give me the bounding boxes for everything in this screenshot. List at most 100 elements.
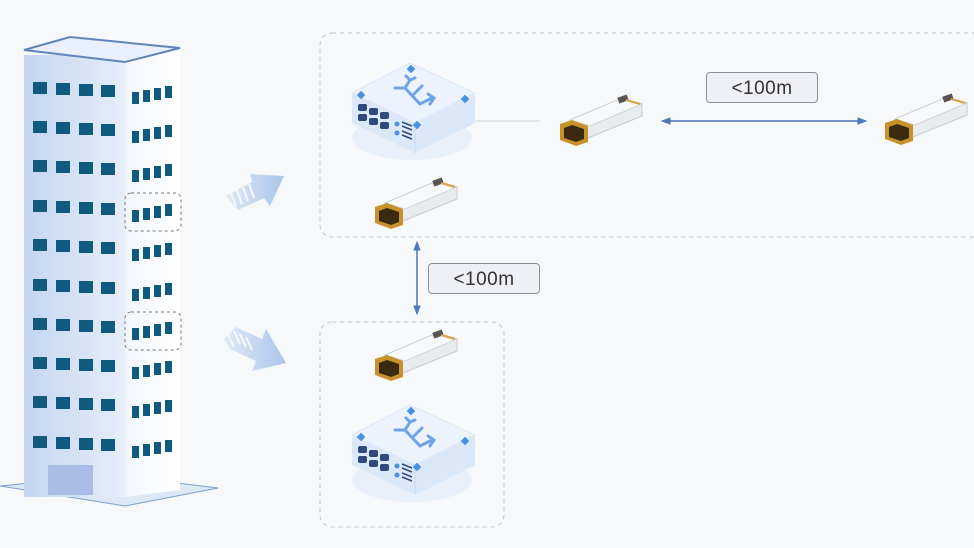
vertical-distance-label: <100m — [428, 263, 540, 294]
building-side — [125, 50, 180, 497]
window — [79, 438, 93, 450]
window — [154, 442, 161, 454]
window — [101, 282, 115, 294]
window — [33, 200, 47, 212]
window — [165, 400, 172, 412]
window — [33, 82, 47, 94]
building-door — [48, 465, 93, 495]
floor-highlight-upper — [124, 192, 182, 232]
floor-highlight-lower — [124, 311, 182, 351]
sfp-transceiver-upper-spare — [374, 176, 458, 230]
window — [132, 328, 139, 340]
window — [101, 242, 115, 254]
window — [79, 320, 93, 332]
window — [132, 446, 139, 458]
window — [143, 90, 150, 102]
window — [101, 360, 115, 372]
building-roof — [23, 35, 181, 64]
window — [154, 88, 161, 100]
office-building — [0, 35, 219, 507]
window — [154, 402, 161, 414]
window — [56, 437, 70, 449]
window — [154, 285, 161, 297]
window — [165, 322, 172, 334]
horizontal-distance-label: <100m — [706, 72, 818, 103]
window — [132, 131, 139, 143]
window — [132, 289, 139, 301]
window — [101, 85, 115, 97]
window — [33, 279, 47, 291]
window — [143, 168, 150, 180]
upper-floor-group — [319, 32, 974, 238]
window — [56, 240, 70, 252]
window — [154, 127, 161, 139]
window — [79, 281, 93, 293]
window — [56, 280, 70, 292]
window — [101, 399, 115, 411]
window — [33, 160, 47, 172]
window — [132, 92, 139, 104]
horizontal-distance-arrow — [660, 117, 868, 125]
sfp-transceiver-upper-link — [559, 93, 643, 147]
window — [33, 239, 47, 251]
window — [143, 247, 150, 259]
window — [165, 86, 172, 98]
window — [56, 83, 70, 95]
window — [56, 397, 70, 409]
window — [101, 321, 115, 333]
window — [143, 208, 150, 220]
window — [165, 440, 172, 452]
window — [143, 404, 150, 416]
window — [154, 363, 161, 375]
window — [79, 359, 93, 371]
window — [154, 324, 161, 336]
window — [165, 283, 172, 295]
window — [79, 123, 93, 135]
window — [165, 125, 172, 137]
window — [132, 210, 139, 222]
vertical-distance-arrow — [413, 240, 421, 316]
window — [154, 166, 161, 178]
window — [165, 243, 172, 255]
window — [56, 319, 70, 331]
sfp-transceiver-lower — [374, 328, 458, 382]
window — [101, 439, 115, 451]
sfp-transceiver-remote — [884, 92, 968, 146]
window — [143, 365, 150, 377]
building-windows — [33, 82, 172, 458]
window — [33, 396, 47, 408]
arrow-down-right-icon — [224, 327, 286, 371]
window — [143, 444, 150, 456]
window — [101, 124, 115, 136]
window — [143, 287, 150, 299]
window — [143, 326, 150, 338]
window — [132, 249, 139, 261]
window — [56, 358, 70, 370]
window — [33, 318, 47, 330]
network-switch-upper — [350, 61, 477, 162]
window — [79, 84, 93, 96]
window — [165, 361, 172, 373]
window — [154, 206, 161, 218]
window — [79, 162, 93, 174]
window — [165, 164, 172, 176]
window — [132, 170, 139, 182]
window — [165, 204, 172, 216]
window — [79, 241, 93, 253]
lower-floor-group — [319, 321, 505, 528]
window — [101, 163, 115, 175]
window — [33, 121, 47, 133]
window — [56, 122, 70, 134]
window — [33, 436, 47, 448]
window — [79, 398, 93, 410]
window — [143, 129, 150, 141]
window — [154, 245, 161, 257]
window — [101, 203, 115, 215]
window — [56, 201, 70, 213]
arrow-up-right-icon — [226, 174, 284, 210]
window — [56, 161, 70, 173]
window — [33, 357, 47, 369]
window — [132, 406, 139, 418]
